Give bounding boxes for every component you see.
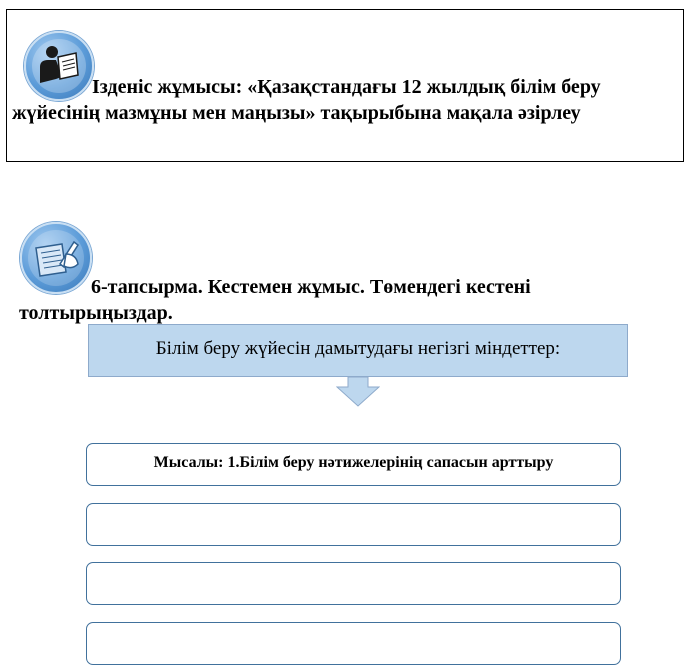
table-row-blank-1[interactable]	[86, 503, 621, 546]
diagram-header-box: Білім беру жүйесін дамытудағы негізгі мі…	[88, 324, 628, 377]
down-arrow-icon	[336, 377, 380, 407]
research-task-title-text: Ізденіс жұмысы: «Қазақстандағы 12 жылдық…	[12, 76, 601, 124]
task-title-text: 6-тапсырма. Кестемен жұмыс. Төмендегі ке…	[19, 276, 531, 324]
table-row-example: Мысалы: 1.Білім беру нәтижелерінің сапас…	[86, 443, 621, 486]
reader-book-icon	[24, 31, 94, 101]
research-task-title: Ізденіс жұмысы: «Қазақстандағы 12 жылдық…	[12, 74, 662, 126]
table-row-blank-2[interactable]	[86, 562, 621, 605]
table-row-blank-3[interactable]	[86, 622, 621, 665]
task-title: 6-тапсырма. Кестемен жұмыс. Төмендегі ке…	[19, 274, 669, 326]
table-row-example-text: Мысалы: 1.Білім беру нәтижелерінің сапас…	[153, 454, 554, 471]
diagram-header-text: Білім беру жүйесін дамытудағы негізгі мі…	[155, 338, 561, 359]
writing-hand-icon	[20, 222, 92, 294]
research-task-box	[6, 9, 684, 162]
